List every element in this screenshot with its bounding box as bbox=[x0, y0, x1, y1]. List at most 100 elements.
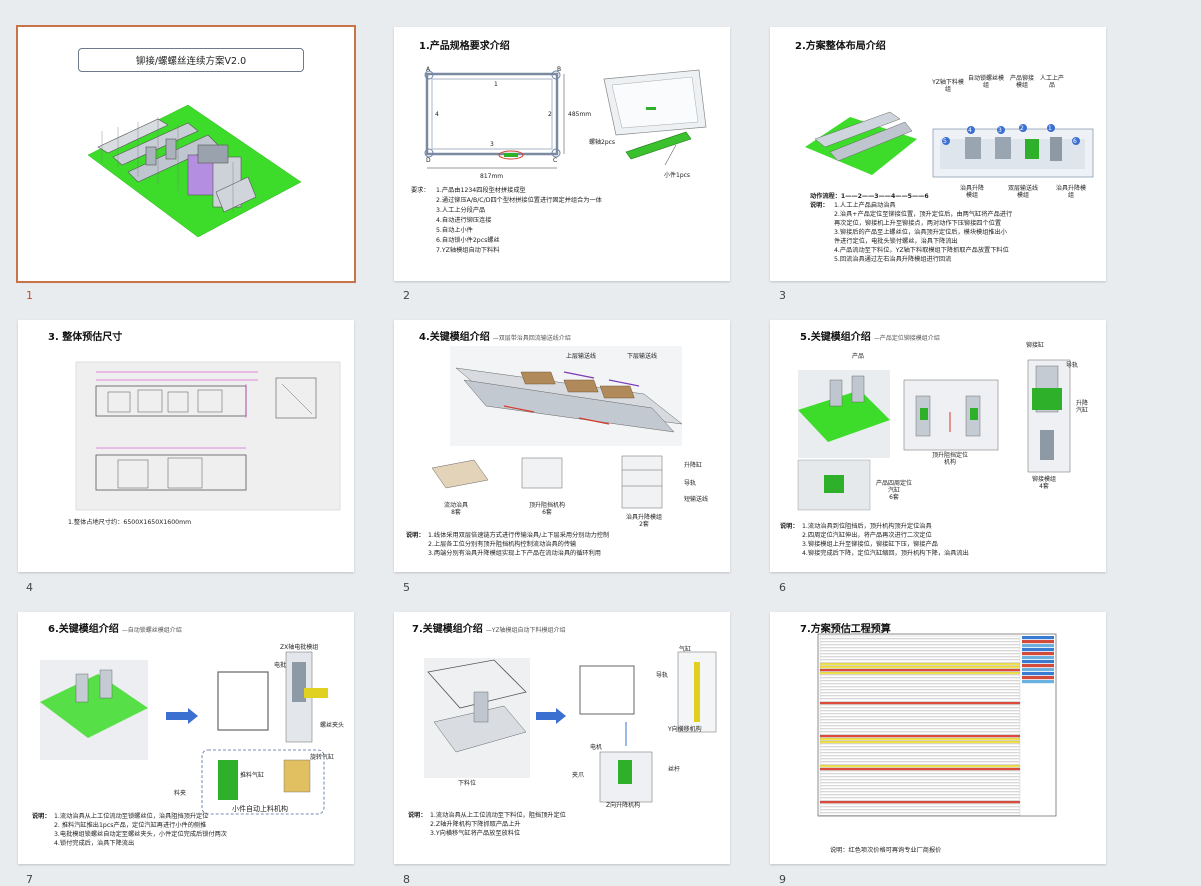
stop-name: 顶升阻挡机构 bbox=[529, 502, 566, 509]
slide-number: 7 bbox=[26, 873, 33, 886]
dimension-drawing bbox=[75, 361, 341, 511]
slide-thumbnail-8[interactable]: 7.关键模组介绍—YZ轴模组自动下料模组介绍 气缸 导轨 Y向横移机构 电机 夹… bbox=[394, 612, 730, 864]
slide-thumbnail-2[interactable]: 1.产品规格要求介绍 A B C D 1 2 3 4 485mm 817mm 螺… bbox=[394, 27, 730, 281]
label-lift-left: 治具升降模组 bbox=[959, 185, 984, 199]
label-feed: 料夹 bbox=[174, 790, 187, 797]
req-item: 5.自动上小件 bbox=[436, 227, 473, 234]
label-rivet: 产品铆接模组 bbox=[1009, 75, 1034, 89]
desc-item: 4.铆接完成后下降，定位汽缸缩回，顶升机构下降，治具流出 bbox=[802, 550, 969, 557]
desc-item: 2.四周定位汽缸伸出，将产品再次进行二次定位 bbox=[802, 532, 932, 539]
dim-b: B bbox=[557, 66, 562, 73]
slide-thumbnail-6[interactable]: 5.关键模组介绍—产品定位铆接模组介绍 产品 铆接缸 导轨 升降汽缸 顶升阻挡定… bbox=[770, 320, 1106, 572]
desc-item: 3.铆接后的产品至上螺丝位，治具顶升定位后，模块模组推出小 bbox=[834, 229, 1007, 236]
rivetm-count: 4套 bbox=[1039, 483, 1049, 490]
screw-label: 螺轴2pcs bbox=[589, 139, 616, 146]
label-screw-head: 螺丝夹头 bbox=[320, 722, 345, 729]
slide-thumbnail-1[interactable]: 铆接/螺螺丝连续方案V2.0 bbox=[16, 25, 356, 283]
desc-label: 说明： bbox=[32, 813, 51, 820]
budget-note: 说明：红色项次价格可再询专业厂商报价 bbox=[830, 847, 942, 854]
slide-number: 2 bbox=[403, 289, 410, 302]
desc-item: 2.上层各工位分别有顶升阻挡机构控制流动治具的传输 bbox=[428, 541, 577, 548]
req-item: 3.人工上分段产品 bbox=[436, 207, 486, 214]
req-item: 4.自动进行铆压连接 bbox=[436, 217, 492, 224]
slide-number: 1 bbox=[26, 289, 33, 302]
label-rail: 导轨 bbox=[1066, 362, 1079, 369]
desc-label: 说明： bbox=[406, 532, 425, 539]
desc-item: 1.线体采用双层倍速链方式进行传输治具/上下层采用分别动力控制 bbox=[428, 532, 610, 539]
rivet-module-image bbox=[797, 359, 1071, 511]
desc-label: 说明： bbox=[810, 202, 829, 209]
label-lift-cylinder: 升降缸 bbox=[684, 462, 703, 469]
desc-item: 2.Z轴升降机构下降抓取产品上升 bbox=[430, 821, 521, 828]
liftm-count: 2套 bbox=[639, 521, 649, 528]
label-unload-position: 下料位 bbox=[458, 780, 477, 787]
dim-d: D bbox=[426, 157, 431, 164]
label-screw-rod: 丝杆 bbox=[668, 766, 681, 773]
segment-4: 4 bbox=[435, 111, 439, 118]
label-rotary-cylinder: 旋转气缸 bbox=[310, 754, 335, 761]
budget-spreadsheet-image bbox=[817, 633, 1057, 817]
label-short-line: 短输送线 bbox=[684, 496, 709, 503]
dim-a: A bbox=[426, 66, 431, 73]
req-item: 2.通过铆压A/B/C/D四个型材拼接位置进行固定并组合为一体 bbox=[436, 197, 602, 204]
slide-title: 4.关键模组介绍—双层带治具回流输送线介绍 bbox=[419, 328, 571, 343]
label-y-move: Y向横移机构 bbox=[668, 726, 702, 733]
slide-thumbnail-3[interactable]: 2.方案整体布局介绍 4 3 2 1 5 6 YZ轴下料模组 自动锁螺丝模组 产… bbox=[770, 27, 1106, 281]
slide-number: 4 bbox=[26, 581, 33, 594]
label-lift-right: 治具升降模组 bbox=[1056, 185, 1087, 199]
stop-count: 6套 bbox=[542, 509, 552, 516]
label-jack-stop: 顶升阻挡定位机构 bbox=[932, 452, 969, 466]
liftm-name: 治具升降模组 bbox=[626, 514, 663, 521]
title-main: 7.关键模组介绍 bbox=[412, 624, 483, 635]
circle-2: 2 bbox=[1020, 125, 1024, 132]
slide-thumbnail-7[interactable]: 6.关键模组介绍—自动锁螺丝模组介绍 ZX轴电批模组 电批 螺丝夹头 料夹 推料… bbox=[18, 612, 354, 864]
posc-count: 6套 bbox=[889, 494, 899, 501]
machine-render-image bbox=[87, 104, 302, 238]
title-main: 4.关键模组介绍 bbox=[419, 332, 490, 343]
layout-render-image bbox=[803, 96, 1094, 178]
slide-title: 1.产品规格要求介绍 bbox=[419, 41, 510, 52]
screw-module-image bbox=[40, 651, 328, 815]
label-rail: 导轨 bbox=[684, 480, 697, 487]
posc-name: 产品四周定位汽缸 bbox=[876, 480, 913, 494]
desc-item: 3.电批模组锁螺丝自动定至螺丝夹头，小件定位完成后锁付两次 bbox=[54, 831, 227, 838]
label-product: 产品 bbox=[852, 353, 865, 360]
desc-item: 3.铆接模组上升至铆接位，铆接缸下压，铆接产品 bbox=[802, 541, 938, 548]
slide-title: 7.方案预估工程预算 bbox=[800, 624, 891, 635]
requirements-label: 要求： bbox=[411, 187, 430, 194]
slide-number: 9 bbox=[779, 873, 786, 886]
label-rail: 导轨 bbox=[656, 672, 669, 679]
slide-number: 5 bbox=[403, 581, 410, 594]
fixture-count: 8套 bbox=[451, 509, 461, 516]
flow-text: 动作流程：1——2——3——4——5——6 bbox=[810, 193, 929, 200]
label-push-cylinder: 推料气缸 bbox=[240, 772, 265, 779]
label-motor: 电机 bbox=[590, 744, 603, 751]
desc-item: 4.锁付完成后，治具下降流出 bbox=[54, 840, 135, 847]
label-auto-feed-unit: 小件自动上料机构 bbox=[232, 805, 288, 813]
desc-item: 2. 推料汽缸推出1pcs产品，定位汽缸再进行小件的侧推 bbox=[54, 822, 207, 829]
desc-item: 4.产品流动至下料位，YZ轴下料取模组下降抓取产品放置下料位 bbox=[834, 247, 1009, 254]
overall-size-text: 1.整体占地尺寸约：6500X1650X1600mm bbox=[68, 519, 192, 526]
title-sub: —产品定位铆接模组介绍 bbox=[873, 335, 940, 342]
label-screw: 自动锁螺丝模组 bbox=[968, 75, 1005, 89]
label-cylinder: 气缸 bbox=[679, 646, 692, 653]
conveyor-render-image bbox=[431, 346, 683, 509]
slide-thumbnail-9[interactable]: 7.方案预估工程预算 说明：红色项次价格可再询专业厂商报价 bbox=[770, 612, 1106, 864]
dim-width: 817mm bbox=[480, 173, 504, 180]
title-sub: —双层带治具回流输送线介绍 bbox=[492, 335, 571, 342]
desc-item: 1.流动治具从上工位流动至下料位，阻挡顶升定位 bbox=[430, 812, 566, 819]
slide-title-box: 铆接/螺螺丝连续方案V2.0 bbox=[78, 48, 304, 72]
label-z-lift: Z向升降机构 bbox=[606, 802, 641, 809]
desc-item: 件进行定位，电批头锁付螺丝，治具下降流出 bbox=[834, 238, 958, 245]
label-lower-line: 下层输送线 bbox=[627, 353, 658, 360]
desc-item: 1.流动治具到位阻挡后，顶升机构顶升定位治具 bbox=[802, 523, 932, 530]
slide-thumbnail-4[interactable]: 3. 整体预估尺寸 1.整体占地尺寸约：6500X1650X1600mm bbox=[18, 320, 354, 572]
segment-1: 1 bbox=[494, 81, 498, 88]
req-item: 1.产品由1234四段型材拼接成型 bbox=[436, 187, 526, 194]
slide-title: 6.关键模组介绍—自动锁螺丝模组介绍 bbox=[48, 620, 182, 635]
desc-item: 2.治具+产品定位至铆接位置，顶升定位后，由两气缸将产品进行 bbox=[834, 211, 1013, 218]
